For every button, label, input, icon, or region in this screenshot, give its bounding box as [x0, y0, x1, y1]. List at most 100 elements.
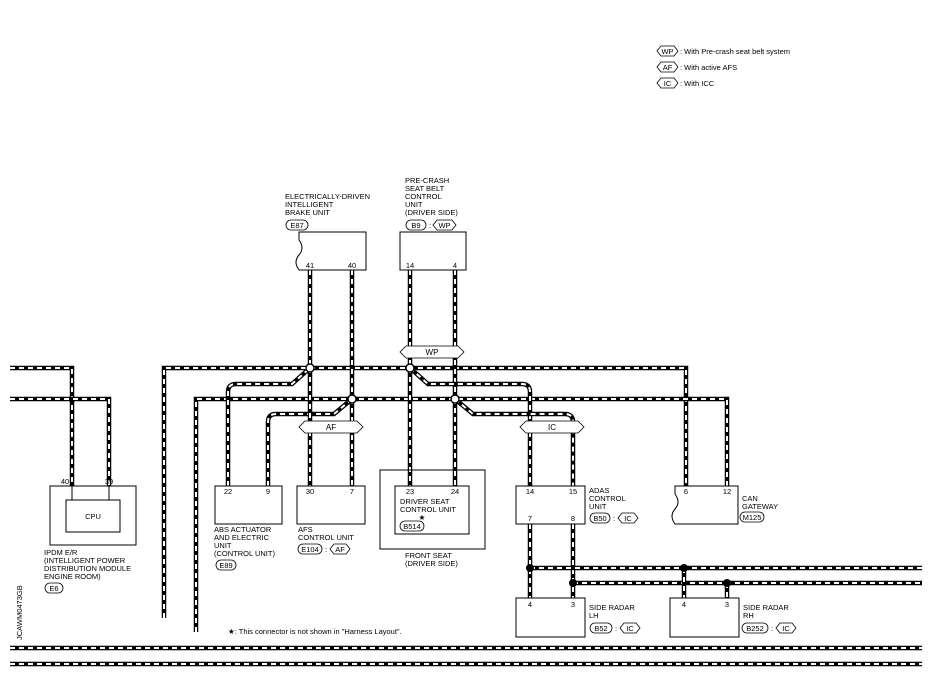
svg-text:SIDE RADAR: SIDE RADAR	[743, 603, 789, 612]
svg-text:30: 30	[306, 487, 314, 496]
precrash-unit: PRE-CRASH SEAT BELT CONTROL UNIT (DRIVER…	[399, 176, 467, 271]
connector-badge	[739, 511, 765, 523]
svg-text:M125: M125	[743, 513, 762, 522]
connector-badge	[741, 622, 769, 634]
svg-text:14: 14	[526, 487, 534, 496]
splice-node	[305, 363, 315, 373]
svg-text:SIDE RADAR: SIDE RADAR	[589, 603, 635, 612]
svg-text::: :	[771, 624, 773, 633]
svg-text:GATEWAY: GATEWAY	[742, 502, 778, 511]
svg-text:E6: E6	[49, 584, 58, 593]
svg-text::: :	[429, 221, 431, 230]
svg-text:E87: E87	[290, 221, 303, 230]
svg-text:LH: LH	[589, 611, 599, 620]
afs-unit: 30 7 AFS CONTROL UNIT E104 : AF	[296, 485, 366, 555]
connector-badge	[589, 622, 613, 634]
junction-dot	[526, 564, 534, 572]
branch-adas-15	[453, 397, 576, 486]
svg-text:9: 9	[266, 487, 270, 496]
svg-text:41: 41	[306, 261, 314, 270]
side-radar-lh-unit: 4 3 SIDE RADAR LH B52 : IC	[515, 597, 641, 638]
svg-text:: With ICC: : With ICC	[680, 79, 715, 88]
legend-item-ic: IC : With ICC	[656, 77, 715, 89]
legend: WP : With Pre-crash seat belt system AF …	[656, 45, 790, 89]
junction-dot	[680, 564, 688, 572]
connector-badge	[44, 582, 64, 594]
connector-badge	[399, 520, 425, 532]
ebrake-unit: ELECTRICALLY-DRIVEN INTELLIGENT BRAKE UN…	[285, 192, 370, 271]
svg-text:AF: AF	[663, 63, 673, 72]
star-icon: ★	[419, 513, 426, 522]
adas-unit: 14 15 7 8 ADAS CONTROL UNIT B50 : IC	[515, 485, 639, 525]
svg-text:UNIT: UNIT	[589, 502, 607, 511]
can-bus-lower	[10, 396, 730, 632]
svg-text:IC: IC	[624, 514, 632, 523]
svg-text:E104: E104	[301, 545, 319, 554]
svg-text:AFS: AFS	[298, 525, 313, 534]
svg-text:ELECTRICALLY-DRIVEN: ELECTRICALLY-DRIVEN	[285, 192, 370, 201]
svg-text:RH: RH	[743, 611, 754, 620]
svg-text:B50: B50	[593, 514, 606, 523]
branch-adas-14	[408, 366, 533, 486]
can-gateway-unit: 6 12 CAN GATEWAY M125	[671, 485, 778, 525]
legend-item-af: AF : With active AFS	[656, 61, 737, 73]
svg-text:22: 22	[224, 487, 232, 496]
footnote: ★: This connector is not shown in "Harne…	[228, 627, 402, 636]
svg-text::: :	[325, 545, 327, 554]
svg-text:CAN: CAN	[742, 494, 758, 503]
svg-text:E89: E89	[219, 561, 232, 570]
svg-text:40: 40	[61, 477, 69, 486]
svg-text:IC: IC	[664, 79, 672, 88]
svg-text:DRIVER SEAT: DRIVER SEAT	[400, 497, 450, 506]
svg-text:SEAT BELT: SEAT BELT	[405, 184, 445, 193]
ipdm-unit: 40 39 CPU IPDM E/R (INTELLIGENT POWER DI…	[44, 477, 137, 594]
svg-text:6: 6	[684, 487, 688, 496]
svg-text::: :	[615, 624, 617, 633]
svg-text:IC: IC	[782, 624, 790, 633]
front-seat-box	[379, 469, 486, 550]
ipdm-box	[49, 485, 137, 546]
side-radar-rh-unit: 4 3 SIDE RADAR RH B252 : IC	[669, 597, 797, 638]
driver-seat-box	[394, 485, 470, 535]
splice-node	[450, 394, 460, 404]
wire-tag-wp: WP	[399, 345, 465, 359]
svg-text:24: 24	[451, 487, 459, 496]
svg-text:WP: WP	[438, 221, 450, 230]
svg-text:39: 39	[105, 477, 113, 486]
svg-text:WP: WP	[661, 47, 673, 56]
svg-text:IPDM E/R: IPDM E/R	[44, 548, 78, 557]
front-seat-unit: 23 24 DRIVER SEAT CONTROL UNIT ★ B514 FR…	[379, 469, 486, 568]
svg-text:: With Pre-crash seat belt sys: : With Pre-crash seat belt system	[680, 47, 790, 56]
diagram-id: JCAWM0473GB	[15, 585, 24, 640]
svg-text:CONTROL: CONTROL	[405, 192, 442, 201]
svg-text:B52: B52	[594, 624, 607, 633]
svg-text:12: 12	[723, 487, 731, 496]
svg-text:ENGINE ROOM): ENGINE ROOM)	[44, 572, 101, 581]
svg-text:CONTROL UNIT: CONTROL UNIT	[400, 505, 456, 514]
svg-text::: :	[613, 514, 615, 523]
svg-text:3: 3	[725, 600, 729, 609]
svg-text:WP: WP	[426, 348, 439, 357]
svg-text:(INTELLIGENT POWER: (INTELLIGENT POWER	[44, 556, 126, 565]
cpu-box	[65, 499, 121, 533]
svg-text:CONTROL: CONTROL	[589, 494, 626, 503]
junction-dot	[723, 579, 731, 587]
svg-text:(DRIVER SIDE): (DRIVER SIDE)	[405, 208, 458, 217]
svg-text:CONTROL UNIT: CONTROL UNIT	[298, 533, 354, 542]
svg-text:PRE-CRASH: PRE-CRASH	[405, 176, 449, 185]
svg-text:FRONT SEAT: FRONT SEAT	[405, 551, 452, 560]
svg-text:CPU: CPU	[85, 512, 101, 521]
connector-badge	[215, 559, 237, 571]
abs-unit: 22 9 ABS ACTUATOR AND ELECTRIC UNIT (CON…	[214, 485, 283, 571]
svg-text:4: 4	[453, 261, 457, 270]
splice-nodes	[305, 363, 731, 587]
svg-text:(CONTROL UNIT): (CONTROL UNIT)	[214, 549, 275, 558]
svg-text:4: 4	[528, 600, 532, 609]
svg-text:AF: AF	[335, 545, 345, 554]
svg-text:14: 14	[406, 261, 414, 270]
splice-node	[405, 363, 415, 373]
junction-dot	[569, 579, 577, 587]
svg-text:INTELLIGENT: INTELLIGENT	[285, 200, 334, 209]
svg-text:8: 8	[571, 514, 575, 523]
